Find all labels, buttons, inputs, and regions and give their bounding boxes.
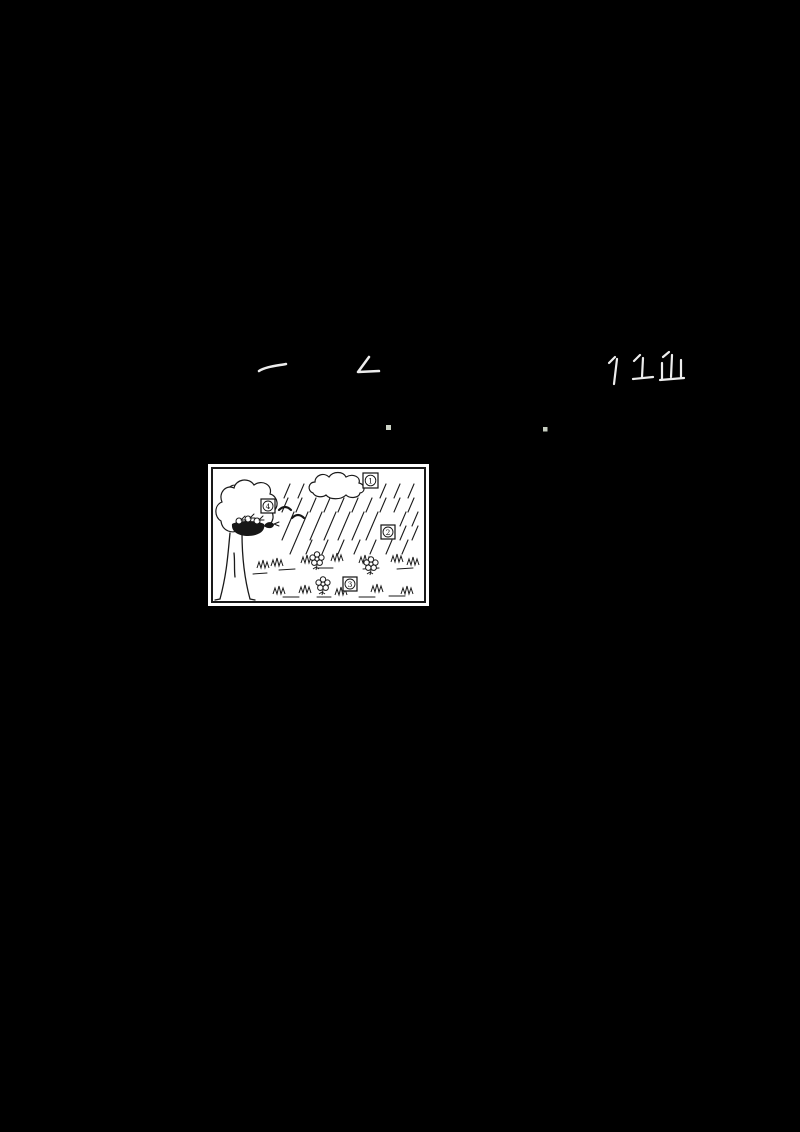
- illustration: 1 2 3 4: [208, 464, 429, 606]
- horizontal-stroke-mark: [257, 362, 288, 373]
- flying-birds-icon: [277, 505, 306, 520]
- grass-tuft-icon: [370, 583, 384, 593]
- label-number-2: 2: [386, 528, 391, 537]
- grass-tuft-icon: [256, 559, 270, 569]
- chicks-icon: [235, 513, 265, 525]
- rain-icon: [281, 483, 419, 555]
- mother-bird-icon: [264, 521, 280, 529]
- grass-tuft-icon: [270, 557, 284, 567]
- nest-icon: [231, 521, 265, 536]
- vertical-stroke-with-tick-mark: [607, 355, 619, 386]
- small-dot-left: [386, 425, 391, 430]
- tee-stroke-with-tick-mark: [631, 353, 655, 381]
- grass-tuft-icon: [406, 556, 420, 566]
- mountain-stroke-with-tick-mark: [658, 350, 686, 382]
- grass-tuft-icon: [298, 584, 312, 594]
- label-number-3: 3: [348, 580, 353, 589]
- tree-trunk-icon: [214, 532, 256, 601]
- label-box-4: 4: [260, 498, 276, 514]
- label-box-3: 3: [342, 576, 358, 592]
- cloud-large-icon: [308, 471, 365, 500]
- small-dot-right: [543, 427, 548, 432]
- stroke-practice-group: [607, 350, 686, 386]
- grass-tuft-icon: [400, 585, 414, 595]
- angle-stroke-mark: [356, 355, 381, 374]
- flower-icon: [315, 576, 331, 596]
- scene-svg: 1 2 3 4: [214, 471, 420, 601]
- grass-tuft-icon: [390, 553, 404, 563]
- label-number-1: 1: [368, 476, 373, 485]
- grass-tuft-icon: [272, 585, 286, 595]
- tree-icon: [214, 479, 280, 601]
- grass-icon: [252, 552, 420, 598]
- illustration-frame: 1 2 3 4: [211, 467, 426, 603]
- grass-tuft-icon: [330, 552, 344, 562]
- label-box-1: 1: [362, 472, 379, 489]
- label-box-2: 2: [380, 524, 396, 540]
- label-number-4: 4: [266, 502, 271, 511]
